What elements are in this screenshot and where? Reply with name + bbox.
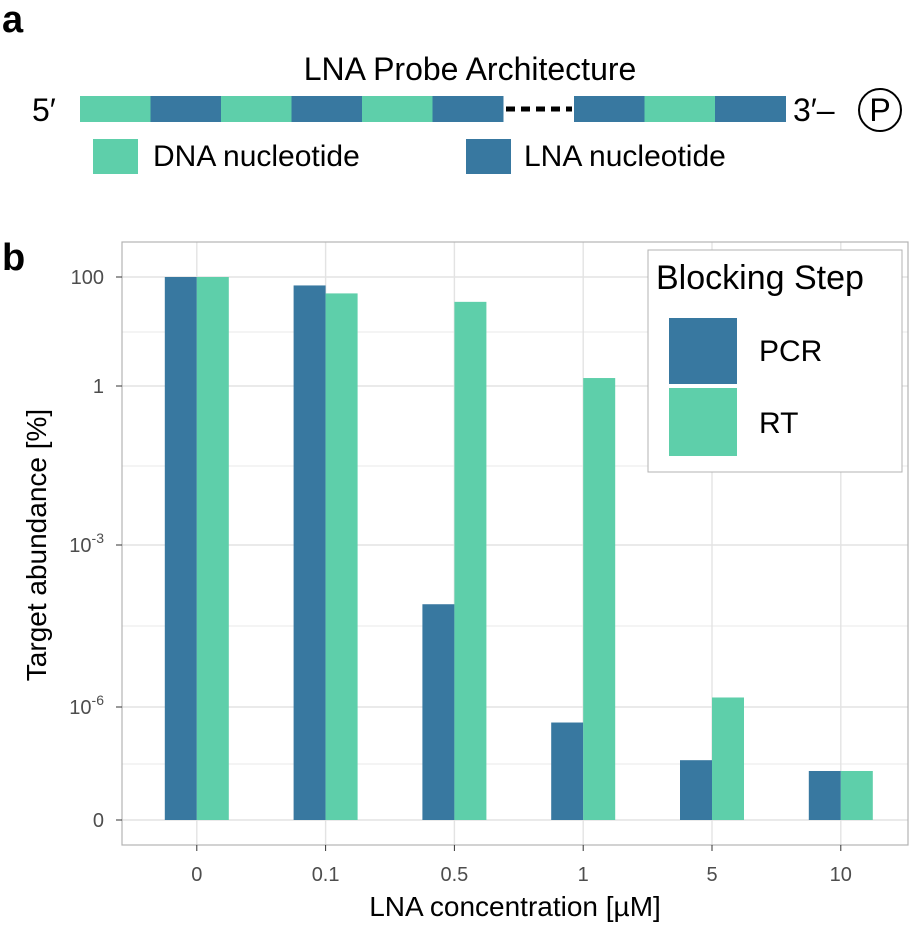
x-tick-label: 0.5 [440,864,468,886]
dna-legend-swatch [93,139,138,174]
x-tick-label: 0 [191,864,202,886]
dna-segment [221,96,292,122]
probe-strand [80,96,786,122]
dna-legend-label: DNA nucleotide [153,140,360,173]
x-axis-ticks: 0 0.1 0.5 1 5 10 [191,845,852,886]
x-tick-label: 10 [830,864,852,886]
probe-architecture-title: LNA Probe Architecture [304,51,637,87]
panel-a: a LNA Probe Architecture 5′ 3′– P DNA nu… [2,0,902,174]
bars [164,277,873,821]
panel-b: b 100 1 10-3 10-6 0 0 0.1 0.5 1 5 10 LNA concentr… [2,237,909,922]
lna-legend-label: LNA nucleotide [524,140,726,173]
y-tick-label: 1 [93,376,104,398]
rt-legend-swatch [669,388,737,456]
plot-border [121,241,909,846]
bar-rt-10 [840,770,873,820]
panel-a-letter: a [2,0,24,41]
lna-segment [150,96,222,122]
bar-pcr-10 [808,770,841,820]
phosphate-icon [858,88,902,132]
bar-rt-5 [712,697,744,820]
x-tick-label: 1 [578,864,589,886]
legend-title: Blocking Step [656,259,864,297]
bar-rt-1 [583,378,616,820]
lna-segment [291,96,363,122]
lna-legend-swatch [466,139,511,174]
y-tick-label: 10-6 [69,692,104,719]
y-tick-label: 0 [93,810,104,832]
bar-pcr-1 [551,722,584,820]
y-tick-label: 10-3 [69,530,104,557]
dna-segment [362,96,433,122]
rt-legend-label: RT [759,407,798,440]
bar-pcr-0.1 [293,285,326,821]
y-tick-label: 100 [71,267,104,289]
three-prime-label: 3′– [793,92,835,128]
lna-segment [574,96,645,122]
lna-segment [432,96,504,122]
y-axis-title: Target abundance [%] [21,409,52,681]
dna-segment [80,96,151,122]
five-prime-label: 5′ [32,92,56,128]
phosphate-label: P [869,92,890,128]
bar-pcr-0 [164,277,197,820]
y-axis-ticks: 100 1 10-3 10-6 0 [69,267,122,832]
x-axis-title: LNA concentration [µM] [369,891,661,922]
bar-rt-0.5 [454,301,487,821]
panel-b-letter: b [2,237,25,279]
x-tick-label: 5 [706,864,717,886]
bar-rt-0 [196,277,229,820]
pcr-legend-swatch [669,318,737,384]
bar-pcr-5 [680,760,712,820]
x-tick-label: 0.1 [312,864,340,886]
pcr-legend-label: PCR [759,335,822,368]
dna-segment [644,96,716,122]
chart-legend: Blocking Step PCR RT [647,249,903,473]
lna-segment [715,96,786,122]
bar-rt-0.1 [325,293,358,820]
bar-pcr-0.5 [422,604,455,820]
